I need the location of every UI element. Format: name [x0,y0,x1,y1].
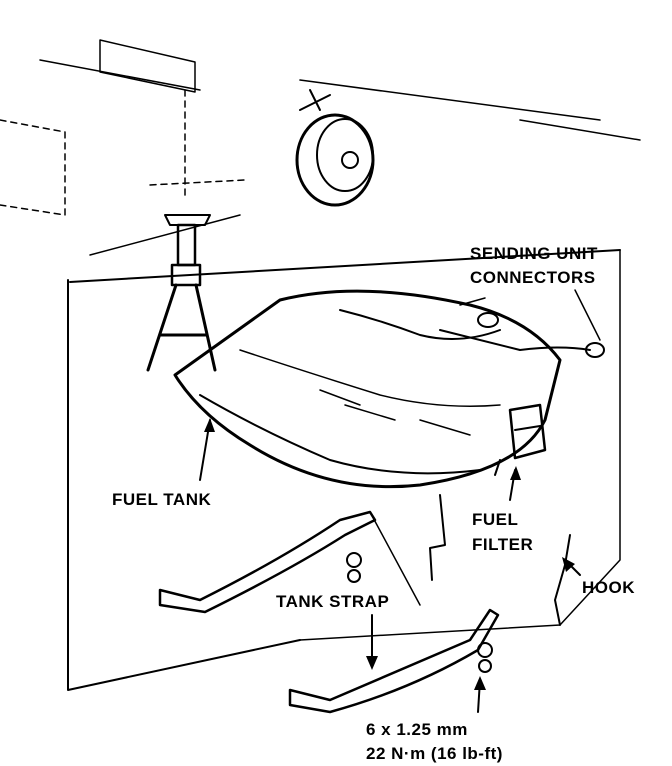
sending-unit-label-line2: CONNECTORS [470,268,596,287]
tank-strap-label: TANK STRAP [276,592,390,611]
lift-point-dashed [0,39,246,216]
fuel-filter-label-line1: FUEL [472,510,519,529]
jack-stand [146,214,217,372]
vehicle-frame-lines [39,59,641,691]
hook-label: HOOK [582,578,635,597]
fuel-tank [173,289,605,489]
leader-arrows [199,289,601,713]
brake-drum [295,89,375,207]
fuel-filter [494,403,547,476]
fuel-filter-label-line2: FILTER [472,535,534,554]
bolt-torque-label: 22 N·m (16 lb-ft) [366,744,503,763]
sending-unit-label-line1: SENDING UNIT [470,244,598,263]
bolt-size-label: 6 x 1.25 mm [366,720,468,739]
strap-bolts [346,494,571,673]
fuel-tank-label: FUEL TANK [112,490,212,509]
tank-strap-rear [288,608,500,714]
tank-strap-front [158,510,421,614]
